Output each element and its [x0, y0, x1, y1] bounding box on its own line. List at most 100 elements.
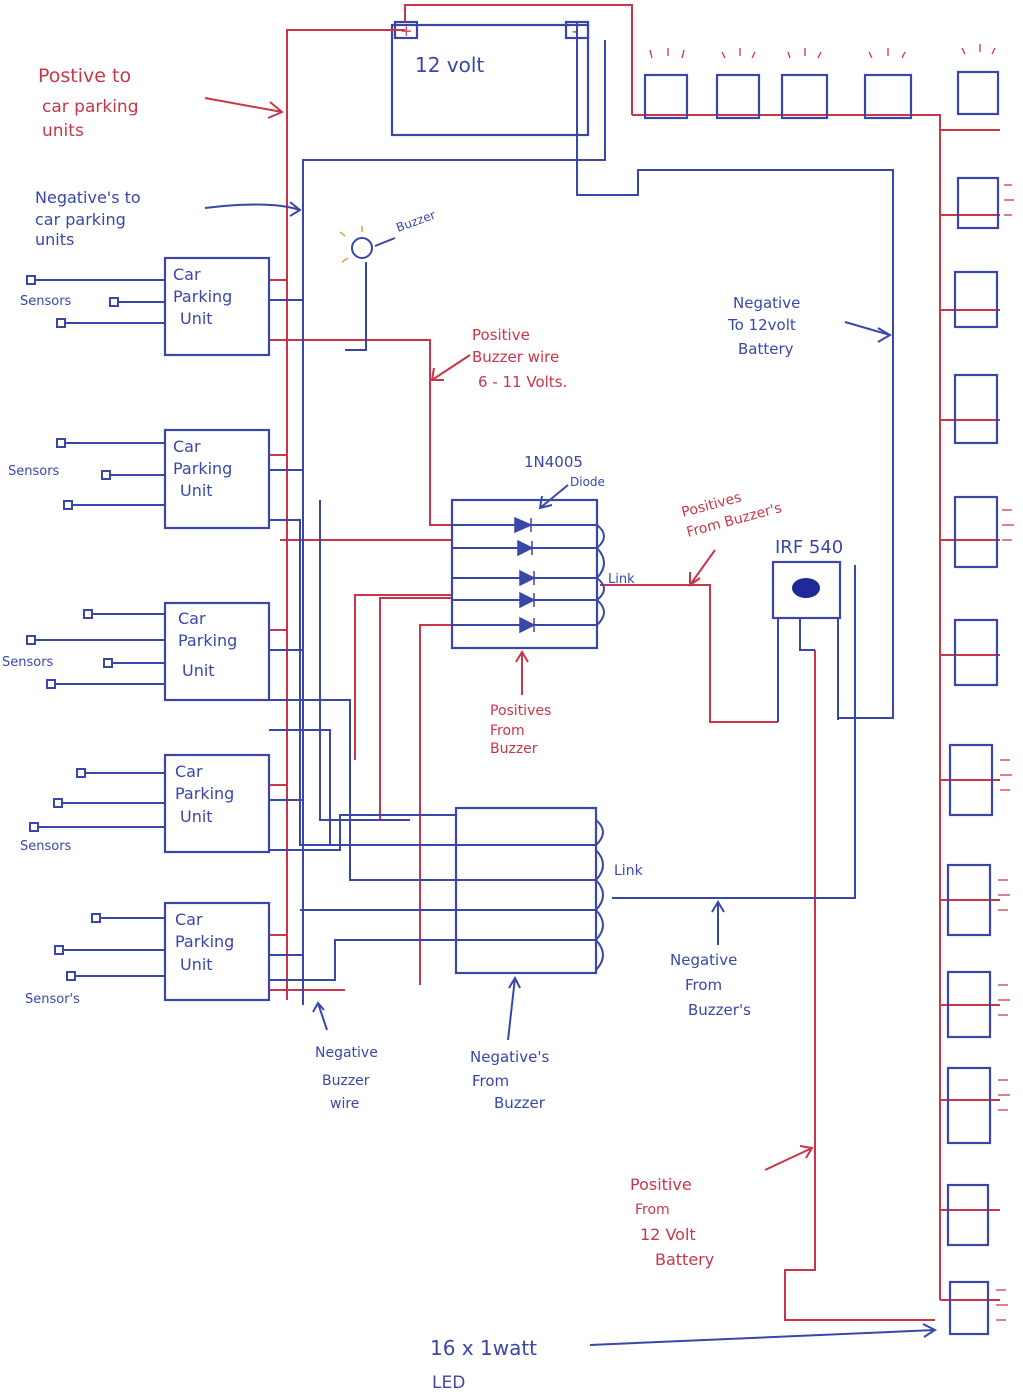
- negatives-from-buzzer-note: Negative's From Buzzer: [470, 1048, 549, 1112]
- note-line: wire: [330, 1096, 359, 1112]
- sensor-icon: [91, 913, 101, 923]
- note-line: Negative: [315, 1045, 378, 1061]
- note-line: Negative: [733, 294, 800, 312]
- negative-buzzer-wire-note: Negative Buzzer wire: [315, 1045, 378, 1112]
- negative-from-buzzers-note: Negative From Buzzer's: [670, 951, 751, 1019]
- unit-box: [163, 901, 271, 1002]
- buzzer-label: Buzzer: [394, 208, 437, 235]
- note-line: Postive to: [38, 65, 131, 87]
- note-line: Battery: [655, 1250, 714, 1269]
- diode-wire-4: [379, 597, 452, 820]
- led-note: 16 x 1watt LED: [430, 1336, 537, 1393]
- note-line: Battery: [738, 340, 794, 358]
- sensor-icon: [83, 609, 93, 619]
- led-icon: [948, 743, 994, 817]
- sensor-icon: [46, 679, 56, 689]
- irf540-leads: [777, 618, 815, 722]
- unit-neg-wiring-e: [269, 939, 456, 981]
- note-line: From: [635, 1202, 670, 1218]
- unit-label-line3: Unit: [182, 661, 215, 680]
- negative-link-label: Link: [614, 863, 644, 879]
- sensors-label: Sensors: [20, 294, 72, 309]
- car-parking-unit-5: Car Parking Unit Sensor's: [25, 901, 271, 1007]
- diode-icons: [514, 516, 536, 634]
- negatives-from-buzzer-arrow: [507, 975, 521, 1041]
- note-line: From: [490, 723, 525, 739]
- led-icon: [953, 270, 999, 329]
- note-line: Buzzer's: [688, 1001, 751, 1019]
- unit-neg-wiring-d: [269, 814, 456, 851]
- irf540-label: IRF 540: [775, 537, 843, 558]
- car-parking-unit-3: Car Parking Unit Sensors: [2, 601, 271, 702]
- battery-plus-label: +: [400, 22, 413, 40]
- sensors-label: Sensor's: [25, 992, 80, 1007]
- irf540-tab-hole: [792, 578, 820, 598]
- negative-block-rows: [456, 844, 596, 941]
- note-line: units: [35, 230, 74, 249]
- negatives-to-units-note: Negative's to car parking units: [35, 188, 141, 249]
- unit-box: [163, 428, 271, 530]
- sensor-icon: [53, 798, 63, 808]
- note-line: Negative's: [470, 1048, 549, 1066]
- positive-bus-to-units: [286, 29, 405, 1000]
- negative-bus-to-units: [302, 40, 606, 1005]
- unit-label-line2: Parking: [173, 459, 232, 478]
- unit-label-line3: Unit: [180, 309, 213, 328]
- battery-positive-wire: [404, 4, 633, 115]
- positive-from-battery-arrow: [764, 1145, 814, 1171]
- sensor-wires: [35, 279, 165, 324]
- sensor-wires: [38, 772, 165, 828]
- irf540-body: [771, 560, 842, 620]
- sensor-icon: [26, 275, 36, 285]
- note-line: Negative's to: [35, 188, 141, 207]
- led-icon: [956, 70, 1000, 116]
- irf-to-led-wire: [784, 650, 935, 1321]
- note-line: Positives: [490, 703, 551, 719]
- negative-link-wire: [612, 565, 856, 899]
- sensor-icon: [29, 822, 39, 832]
- battery-box: [390, 23, 590, 137]
- unit-label-line1: Car: [173, 265, 201, 284]
- sensor-wires: [35, 613, 165, 685]
- diode-link-loops: [596, 524, 605, 626]
- sensor-icon: [76, 768, 86, 778]
- note-line: car parking: [35, 210, 126, 229]
- sensor-icon: [54, 945, 64, 955]
- led-icon: [953, 495, 999, 569]
- negative-block: [454, 806, 598, 975]
- positive-units-arrow: [204, 97, 284, 119]
- unit-label-line2: Parking: [175, 784, 234, 803]
- sensor-icon: [66, 971, 76, 981]
- positive-to-units-note: Postive to car parking units: [38, 65, 139, 141]
- battery-negative-wire: [576, 22, 894, 719]
- negative-link-loops: [595, 819, 604, 971]
- led-icon: [946, 863, 992, 937]
- sensor-icon: [26, 635, 36, 645]
- led-icon: [715, 73, 761, 120]
- note-line: 1N4005: [524, 453, 583, 471]
- buzzer-wire: [345, 262, 367, 351]
- note-line: Buzzer wire: [472, 348, 559, 366]
- note-line: Buzzer: [494, 1094, 546, 1112]
- negatives-units-arrow: [204, 201, 302, 217]
- note-line: units: [42, 121, 84, 141]
- positives-from-buzzers-note: Positives From Buzzer's: [680, 490, 784, 541]
- sensors-label: Sensors: [8, 464, 60, 479]
- note-line: car parking: [42, 97, 139, 117]
- positives-from-buzzers-arrow: [689, 549, 716, 587]
- negative-battery-arrow: [844, 321, 892, 343]
- diode-block: [450, 498, 599, 650]
- note-line: From: [685, 976, 722, 994]
- unit-label-line3: Unit: [180, 807, 213, 826]
- sensor-icon: [101, 470, 111, 480]
- unit-box: [163, 601, 271, 702]
- led-glow-marks: [649, 44, 996, 59]
- led-positive-taps: [940, 129, 1000, 1301]
- led-icon: [953, 373, 999, 445]
- note-line: 6 - 11 Volts.: [478, 373, 567, 391]
- sensors-label: Sensors: [2, 655, 54, 670]
- car-parking-unit-4: Car Parking Unit Sensors: [20, 753, 271, 854]
- sensor-icon: [56, 318, 66, 328]
- unit-label-line3: Unit: [180, 481, 213, 500]
